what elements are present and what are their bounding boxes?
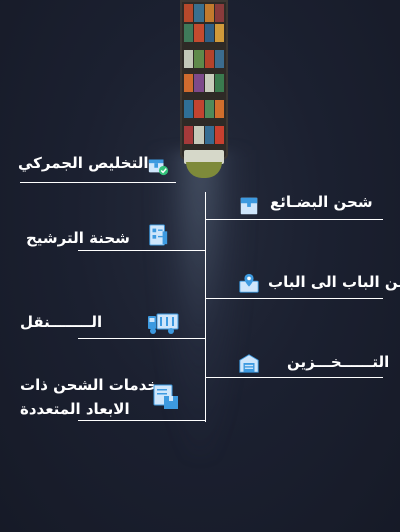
connector-customs — [20, 182, 176, 183]
trunk-line — [205, 192, 206, 422]
label-storage: التــــــخـــزين — [287, 353, 390, 371]
map-pin-icon — [238, 272, 260, 294]
ship-wake — [150, 150, 250, 460]
cargo-ship-image — [180, 0, 228, 178]
label-transport: الــــــــنقل — [20, 313, 103, 331]
document-box-icon — [152, 383, 180, 411]
label-door-to-door: من الباب الى الباب — [268, 273, 400, 291]
package-box-icon — [238, 195, 260, 217]
truck-icon — [147, 313, 179, 335]
connector-door-to-door — [205, 298, 383, 299]
connector-sea-freight — [205, 219, 383, 220]
ship-bridge — [184, 150, 224, 164]
label-multimodal-line2: الابعاد المتعددة — [20, 400, 130, 418]
connector-storage — [205, 377, 383, 378]
connector-transport — [78, 338, 205, 339]
ship-bow — [186, 162, 222, 178]
label-multimodal-line1: خدمات الشحن ذات — [20, 376, 159, 394]
connector-consolidated — [78, 250, 205, 251]
label-consolidated-shipment: شحنة الترشيح — [26, 229, 130, 247]
connector-multimodal — [78, 420, 205, 421]
clipboard-list-icon — [147, 222, 169, 248]
warehouse-icon — [238, 352, 260, 374]
label-customs-clearance: التخليص الجمركي — [18, 154, 149, 172]
label-sea-freight: شحن البضـائع — [270, 193, 373, 211]
customs-box-check-icon — [147, 154, 169, 176]
